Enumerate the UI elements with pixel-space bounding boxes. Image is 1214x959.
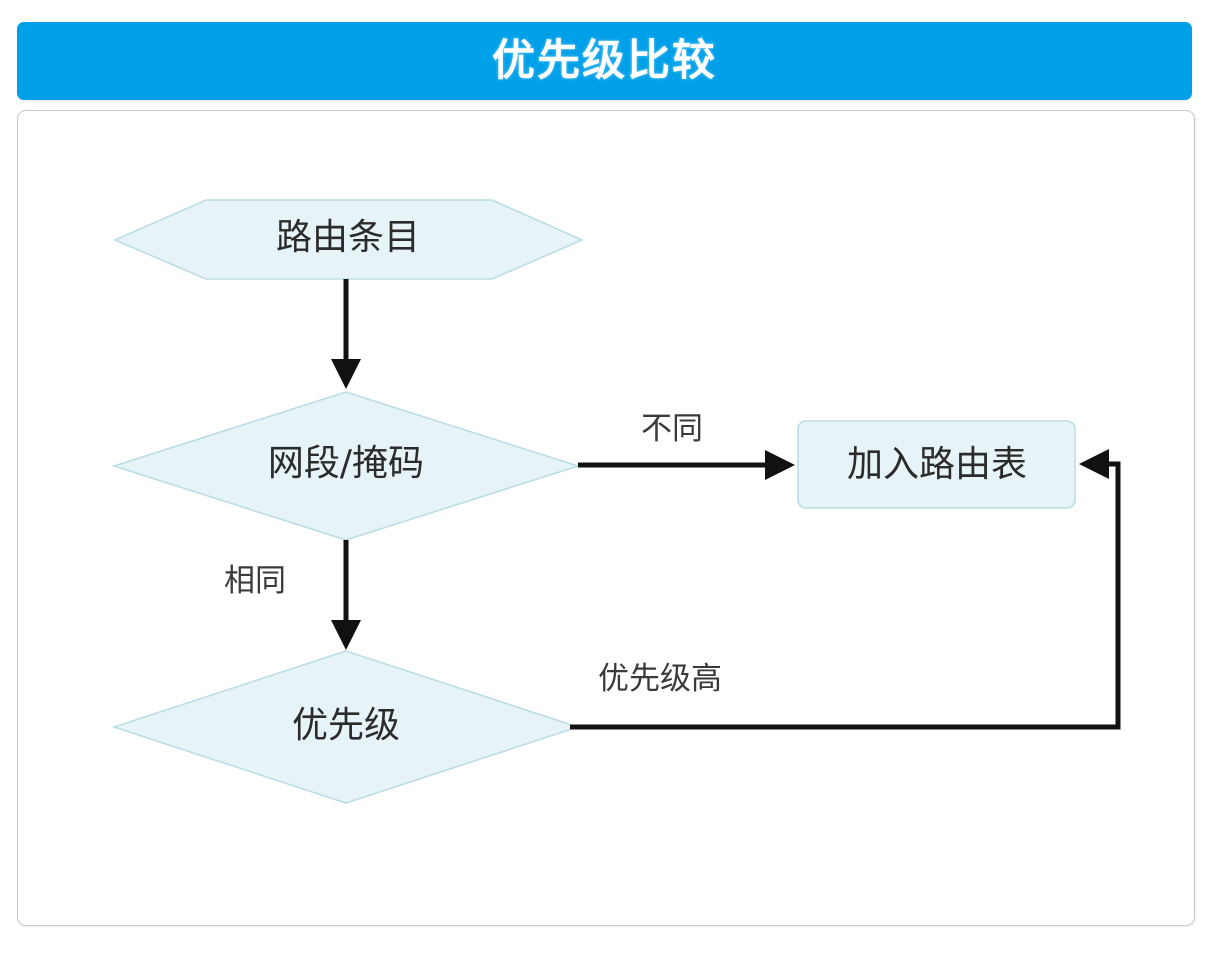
- node-priority[interactable]: [111, 650, 581, 804]
- node-label-priority: 优先级: [291, 705, 400, 746]
- edge-label-different: 不同: [641, 411, 703, 447]
- node-label-netmask: 网段/掩码: [267, 443, 425, 484]
- node-label-join-routing-table: 加入路由表: [846, 444, 1027, 485]
- edge-label-high-priority: 优先级高: [598, 661, 722, 697]
- node-route-entry[interactable]: [112, 199, 584, 280]
- node-label-route-entry: 路由条目: [275, 217, 420, 258]
- edge-label-same: 相同: [224, 563, 286, 599]
- page-title-bar: 优先级比较: [17, 22, 1192, 100]
- page-title: 优先级比较: [492, 35, 717, 86]
